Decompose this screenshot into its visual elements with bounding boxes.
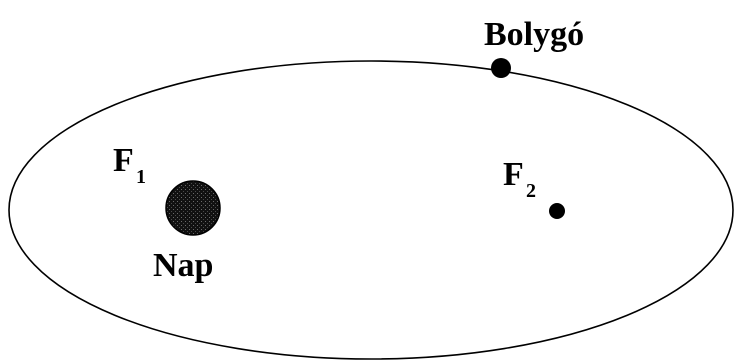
focus-2-point: [549, 203, 565, 219]
sun-disk: [165, 180, 221, 236]
sun-label: Nap: [153, 247, 213, 284]
planet-dot: [491, 58, 511, 78]
orbit-ellipse: [8, 60, 734, 360]
planet-label: Bolygó: [484, 16, 584, 53]
focus-2-subscript: 2: [526, 180, 536, 202]
focus-1-subscript: 1: [136, 166, 146, 188]
focus-2-label: F: [503, 156, 524, 193]
focus-1-label: F: [113, 142, 134, 179]
